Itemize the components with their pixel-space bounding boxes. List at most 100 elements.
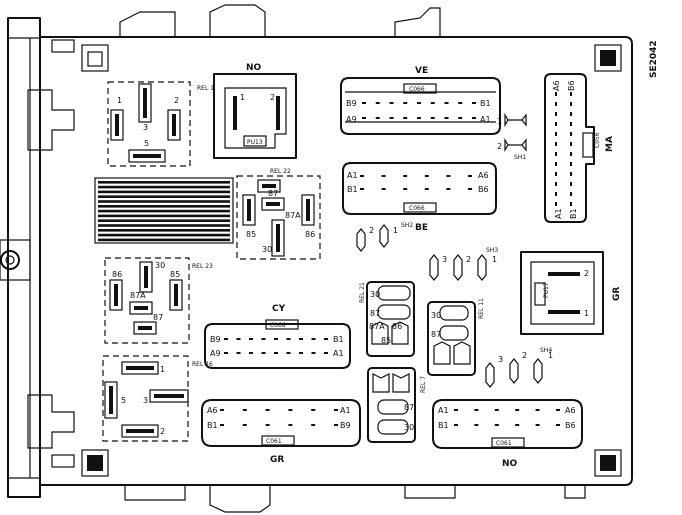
pin-slot	[381, 188, 386, 190]
diagram-id: SE2042	[649, 40, 659, 78]
pin-slot	[570, 132, 572, 136]
no-top-title: NO	[246, 63, 262, 73]
pin-slot	[424, 175, 429, 177]
pin-slot	[570, 202, 572, 206]
shunt-sh1: 1 2 SH1	[497, 112, 527, 161]
rel1-label: REL 1	[197, 85, 214, 92]
ma-b6: B6	[567, 80, 576, 91]
pin-slot	[570, 92, 572, 96]
pin-slot	[242, 424, 247, 426]
pin-slot	[286, 352, 291, 354]
rel2-label: REL 22	[270, 168, 291, 175]
rel7-pin-30: 30	[431, 311, 441, 320]
gr-code: C061	[266, 438, 282, 445]
pin-slot	[389, 117, 394, 119]
pin-slot	[236, 338, 241, 340]
gr-right-pin-2: 2	[584, 269, 589, 278]
pin-slot	[474, 424, 479, 426]
pin-slot	[417, 117, 421, 119]
pin-slot	[261, 352, 266, 354]
ma-a6: A6	[552, 80, 561, 91]
pin-slot	[236, 352, 241, 354]
pin-slot	[555, 182, 557, 186]
gr-right-code: PU17	[543, 282, 550, 298]
pin-slot	[360, 175, 364, 177]
rel1-pin-1: 1	[117, 96, 122, 105]
sh2-label: SH2	[401, 222, 413, 229]
grille-slat	[98, 229, 230, 232]
grille-slat	[98, 233, 230, 237]
housing	[0, 4, 633, 513]
cy-code: C068	[270, 322, 286, 329]
pin-slot	[458, 102, 463, 104]
pin-slot	[288, 409, 293, 411]
sh3-label: SH3	[486, 247, 498, 254]
sh3-pin-1: 1	[492, 255, 497, 264]
gr-right-pin-1: 1	[584, 309, 589, 318]
rel4-pin-1: 1	[160, 365, 165, 374]
pin-slot	[360, 188, 364, 190]
grille-slat	[98, 238, 230, 242]
rel2-pin-87: 87	[268, 189, 278, 198]
rel5-pin-87a: 87A	[369, 322, 385, 331]
sh2-pin-2: 2	[369, 226, 374, 235]
sh1-label: SH1	[514, 154, 526, 161]
pin-slot	[454, 409, 458, 411]
rel2-pin-86: 86	[305, 230, 315, 239]
relay-rel2: REL 22 87 85 87A 30 86	[236, 168, 321, 260]
pin-slot	[381, 175, 386, 177]
cy-b1: B1	[333, 335, 344, 344]
pin-slot	[444, 117, 449, 119]
pin-slot	[446, 188, 451, 190]
pin-slot	[334, 409, 338, 411]
rel2-pin-87a: 87A	[285, 211, 301, 220]
cy-title: CY	[272, 304, 286, 314]
pin-slot	[311, 409, 316, 411]
sh2-pin-1: 1	[393, 226, 398, 235]
be-title: BE	[415, 223, 428, 233]
rel3-pin-87a: 87A	[130, 291, 146, 300]
no-top-code: PU13	[247, 139, 263, 146]
rel1-pin-3: 3	[143, 123, 148, 132]
gr-right-title: GR	[612, 287, 622, 301]
connector-be: C066 BE A1 A6 B1 B6	[342, 162, 497, 233]
pin-slot	[555, 102, 557, 106]
grille-slat	[98, 205, 230, 208]
no-top-pin-1: 1	[240, 93, 245, 102]
grille-slat	[98, 195, 230, 198]
rel7-label: REL 11	[478, 298, 485, 319]
relay-rel6: 87 30 REL 7	[367, 367, 427, 443]
pin-slot	[570, 182, 572, 186]
no-code: C061	[496, 440, 512, 447]
relay-rel3: 30 86 87A 85 87 REL 23	[104, 257, 213, 344]
sh4-pin-2: 2	[522, 351, 527, 360]
relay-rel1: 1 2 3 5 REL 1	[107, 81, 214, 167]
rel5-label: REL 21	[359, 282, 366, 303]
pin-slot	[555, 202, 557, 206]
rel6-pin-30: 30	[404, 423, 414, 432]
pin-slot	[311, 424, 316, 426]
pin-slot	[555, 162, 557, 166]
pin-slot	[494, 424, 499, 426]
pin-slot	[468, 175, 472, 177]
ve-a1: A1	[480, 115, 491, 124]
grille-slat	[98, 209, 230, 213]
rel6-label: REL 7	[420, 376, 427, 393]
rel4-pin-3: 3	[143, 396, 148, 405]
gr-a6: A6	[207, 406, 218, 415]
rel3-pin-85: 85	[170, 270, 180, 279]
no-top-pin-2: 2	[270, 93, 275, 102]
ve-b9: B9	[346, 99, 357, 108]
pin-slot	[474, 409, 479, 411]
connector-ve: C066 VE B9 B1 A9 A1	[340, 66, 501, 135]
rel4-pin-5: 5	[121, 396, 126, 405]
ma-a1: A1	[554, 208, 563, 219]
relay-socket-no-top: NO 1 2 PU13	[213, 63, 297, 159]
relay-rel7: 30 87 REL 11	[427, 298, 485, 376]
rel1-pin-2: 2	[174, 96, 179, 105]
pin-slot	[515, 424, 520, 426]
rel4-label: REL 16	[192, 361, 213, 368]
ve-code: C066	[409, 86, 425, 93]
be-code: C066	[409, 205, 425, 212]
pin-slot	[299, 352, 303, 354]
